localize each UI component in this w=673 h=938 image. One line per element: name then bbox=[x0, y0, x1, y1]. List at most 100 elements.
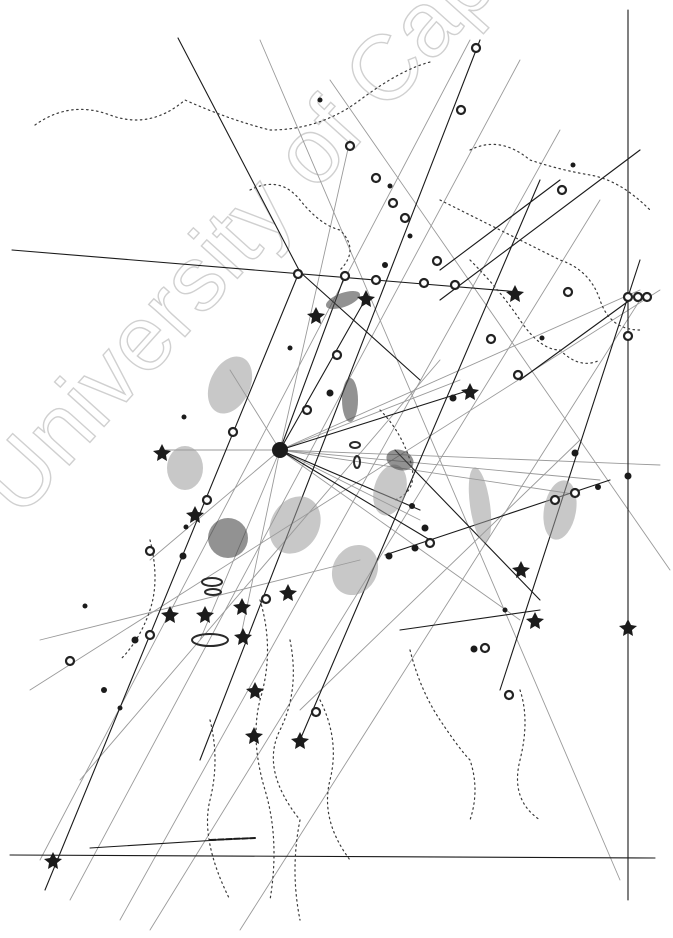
ring-node bbox=[229, 428, 237, 436]
ring-node bbox=[472, 44, 480, 52]
solid-dot bbox=[184, 525, 189, 530]
ring-node bbox=[333, 351, 341, 359]
dotted-trace bbox=[273, 640, 300, 920]
star-marker bbox=[461, 383, 479, 400]
ray-line bbox=[240, 300, 640, 930]
ring-node bbox=[146, 631, 154, 639]
solid-dot bbox=[386, 553, 393, 560]
solid-dot bbox=[327, 390, 334, 397]
ring-node bbox=[433, 257, 441, 265]
solid-dot bbox=[180, 553, 187, 560]
star-marker bbox=[153, 444, 171, 461]
solid-dot bbox=[503, 608, 508, 613]
ring-node bbox=[401, 214, 409, 222]
bottom-left-dashes bbox=[210, 838, 255, 840]
shaded-ellipse bbox=[167, 446, 203, 490]
shaded-ellipse bbox=[342, 378, 358, 422]
dotted-trace bbox=[256, 600, 274, 900]
star-marker bbox=[512, 561, 530, 578]
ring-node bbox=[551, 496, 559, 504]
ray-line bbox=[300, 180, 540, 740]
solid-dot bbox=[540, 336, 545, 341]
dash-segment bbox=[210, 838, 255, 840]
ring-node bbox=[505, 691, 513, 699]
ring-node bbox=[312, 708, 320, 716]
ring-node bbox=[203, 496, 211, 504]
ring-node bbox=[451, 281, 459, 289]
solid-dot bbox=[101, 687, 107, 693]
ring-node bbox=[564, 288, 572, 296]
solid-dot bbox=[118, 706, 123, 711]
ring-node bbox=[514, 371, 522, 379]
dotted-trace bbox=[440, 200, 640, 330]
star-marker bbox=[357, 290, 375, 307]
solid-dot bbox=[288, 346, 293, 351]
ray-line bbox=[440, 150, 640, 300]
solid-dot bbox=[408, 234, 413, 239]
ray-line bbox=[10, 855, 655, 858]
ring-node bbox=[66, 657, 74, 665]
ring-node bbox=[634, 293, 642, 301]
solid-dot bbox=[412, 545, 419, 552]
outline-ellipse bbox=[350, 442, 360, 448]
star-marker bbox=[234, 628, 252, 645]
ray-line bbox=[280, 450, 600, 480]
shaded-regions bbox=[167, 287, 581, 603]
star-marker bbox=[246, 682, 264, 699]
solid-dot bbox=[388, 184, 393, 189]
solid-dot bbox=[83, 604, 88, 609]
ring-node bbox=[481, 644, 489, 652]
solid-dot bbox=[318, 98, 323, 103]
ring-node bbox=[558, 186, 566, 194]
star-marker bbox=[245, 727, 263, 744]
ring-node bbox=[146, 547, 154, 555]
ring-node bbox=[571, 489, 579, 497]
solid-dot bbox=[471, 646, 478, 653]
solid-dot bbox=[132, 637, 139, 644]
star-marker bbox=[506, 285, 524, 302]
solid-dot bbox=[182, 415, 187, 420]
outline-ellipse bbox=[202, 578, 222, 586]
solid-dot bbox=[272, 442, 288, 458]
ray-line bbox=[260, 40, 620, 880]
star-marker bbox=[291, 732, 309, 749]
shaded-ellipse bbox=[208, 518, 248, 558]
solid-dot bbox=[571, 163, 576, 168]
dotted-trace bbox=[470, 144, 650, 210]
star-marker bbox=[196, 606, 214, 623]
solid-dot bbox=[595, 484, 601, 490]
shaded-ellipse bbox=[199, 349, 261, 420]
ray-line bbox=[400, 610, 540, 630]
solid-dot bbox=[450, 395, 457, 402]
solid-dot bbox=[382, 262, 388, 268]
dotted-trace bbox=[518, 690, 541, 820]
star-marker bbox=[526, 612, 544, 629]
ring-node bbox=[294, 270, 302, 278]
ray-line bbox=[40, 560, 360, 640]
ring-node bbox=[487, 335, 495, 343]
ring-node bbox=[643, 293, 651, 301]
outline-ellipse bbox=[205, 589, 221, 595]
ring-node bbox=[262, 595, 270, 603]
solid-dot bbox=[572, 450, 579, 457]
ring-node bbox=[426, 539, 434, 547]
dotted-trace bbox=[470, 260, 600, 363]
star-marker bbox=[279, 584, 297, 601]
ring-node bbox=[303, 406, 311, 414]
ring-node bbox=[420, 279, 428, 287]
solid-dot bbox=[409, 503, 415, 509]
ring-node bbox=[624, 332, 632, 340]
ring-node bbox=[341, 272, 349, 280]
ray-line bbox=[300, 272, 420, 380]
shaded-ellipse bbox=[323, 536, 387, 603]
ring-node bbox=[389, 199, 397, 207]
ray-line bbox=[280, 450, 660, 465]
ring-node bbox=[346, 142, 354, 150]
shaded-ellipse bbox=[539, 478, 581, 543]
dotted-trace bbox=[208, 720, 231, 900]
outline-ellipse bbox=[192, 634, 228, 646]
solid-dot bbox=[625, 473, 632, 480]
star-marker bbox=[161, 606, 179, 623]
shaded-ellipse bbox=[465, 466, 495, 544]
